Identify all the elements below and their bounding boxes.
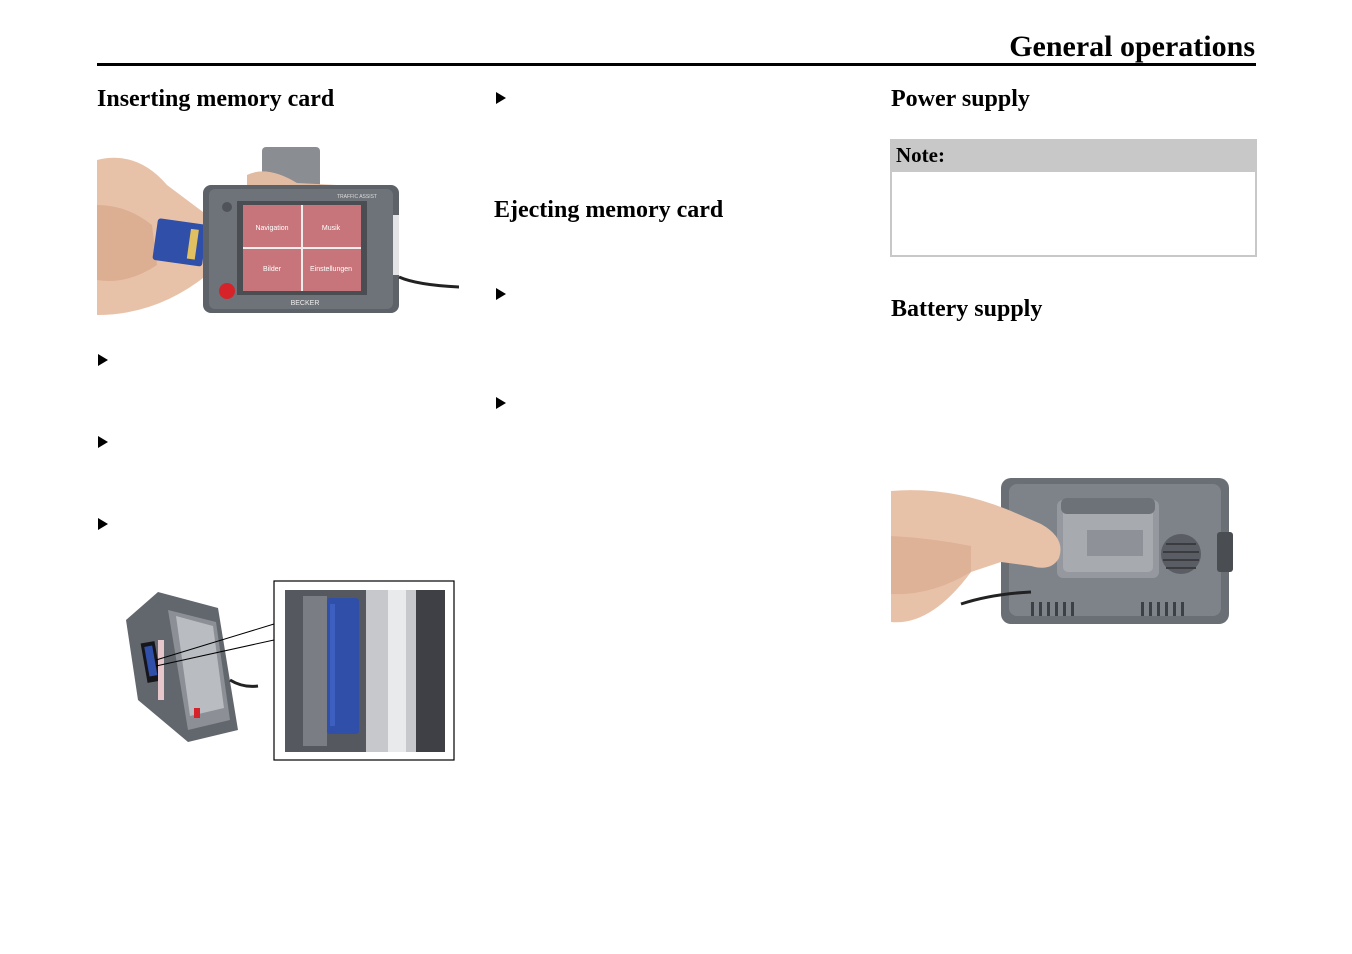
heading-inserting-memory-card: Inserting memory card: [97, 86, 335, 112]
header-rule: [97, 63, 1256, 66]
bullet-arrow-icon: [495, 287, 507, 301]
heading-ejecting-memory-card: Ejecting memory card: [494, 197, 724, 223]
screen-label-bilder: Bilder: [263, 266, 282, 273]
bullet-arrow-icon: [495, 91, 507, 105]
photo-card-slot: [118, 580, 458, 762]
device-brand-label: BECKER: [291, 300, 320, 307]
bullet-arrow-icon: [97, 353, 109, 367]
screen-label-musik: Musik: [322, 225, 341, 232]
bullet-arrow-icon: [97, 517, 109, 531]
page-title: General operations: [1009, 30, 1255, 63]
note-label: Note:: [892, 141, 1255, 172]
screen-label-einstellungen: Einstellungen: [310, 266, 352, 273]
device-model-label: TRAFFIC ASSIST: [337, 194, 377, 200]
note-box: Note:: [890, 139, 1257, 257]
screen-label-navigation: Navigation: [255, 225, 288, 232]
photo-battery-switch: [891, 476, 1236, 626]
heading-power-supply: Power supply: [891, 86, 1030, 112]
bullet-arrow-icon: [495, 396, 507, 410]
photo-inserting-card: Navigation Musik Bilder Einstellungen TR…: [97, 145, 459, 317]
heading-battery-supply: Battery supply: [891, 296, 1043, 322]
bullet-arrow-icon: [97, 435, 109, 449]
